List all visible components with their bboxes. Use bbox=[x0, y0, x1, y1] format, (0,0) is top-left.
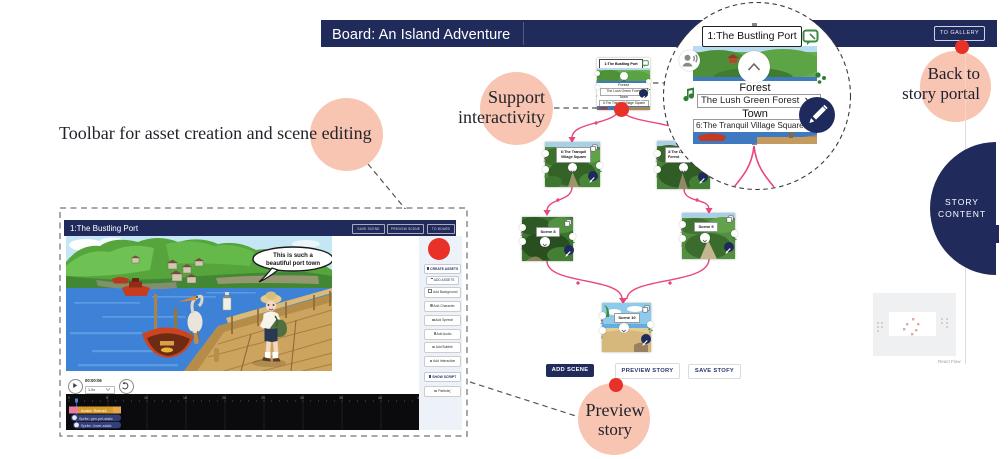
svg-text:♪: ♪ bbox=[520, 246, 523, 251]
svg-text:0: 0 bbox=[68, 396, 70, 400]
svg-text:35: 35 bbox=[339, 396, 343, 400]
svg-text:40: 40 bbox=[378, 396, 382, 400]
svg-text:25: 25 bbox=[261, 396, 265, 400]
svg-text:This is such a: This is such a bbox=[273, 253, 313, 259]
svg-text:30: 30 bbox=[300, 396, 304, 400]
svg-text:beautiful port town: beautiful port town bbox=[266, 261, 320, 267]
svg-text:20: 20 bbox=[222, 396, 226, 400]
svg-text:♪: ♪ bbox=[596, 94, 598, 98]
svg-text:♪: ♪ bbox=[600, 335, 603, 340]
svg-text:10: 10 bbox=[144, 396, 148, 400]
svg-text:Sprite: Jover-static: Sprite: Jover-static bbox=[81, 424, 112, 428]
svg-text:♪: ♪ bbox=[655, 174, 658, 179]
svg-text:♪: ♪ bbox=[543, 174, 546, 179]
svg-text:15: 15 bbox=[183, 396, 187, 400]
svg-text:♪: ♪ bbox=[680, 243, 683, 248]
svg-text:5: 5 bbox=[106, 396, 108, 400]
svg-text:Sprite: gen-pel-static: Sprite: gen-pel-static bbox=[79, 417, 113, 421]
svg-text:Audio: Scene1: Audio: Scene1 bbox=[81, 408, 108, 413]
